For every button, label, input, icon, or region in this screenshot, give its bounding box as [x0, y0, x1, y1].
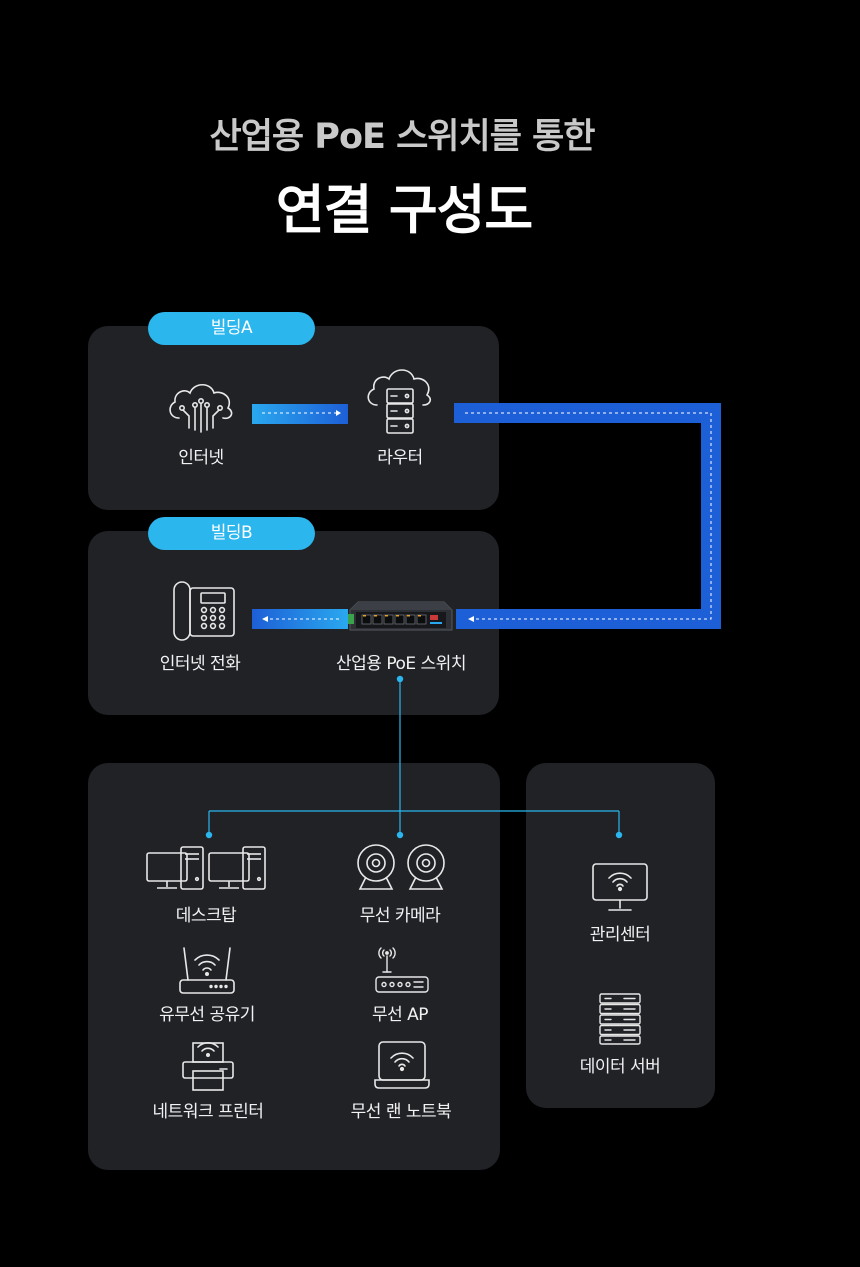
camera-icon	[357, 844, 445, 890]
link-router-switch	[454, 403, 721, 629]
diagram-subtitle: 산업용 PoE 스위치를 통한	[209, 117, 596, 157]
desktop-label: 데스크탑	[175, 906, 237, 926]
internet-label: 인터넷	[178, 448, 224, 468]
desktop-pc-icon	[146, 846, 266, 890]
server-rack-icon	[599, 993, 641, 1045]
link-internet-router	[252, 404, 348, 424]
building-a-badge: 빌딩A	[148, 312, 315, 345]
desk-phone-icon	[173, 581, 235, 641]
control-center-label: 관리센터	[589, 925, 651, 945]
wireless-laptop-label: 무선 랜 노트북	[350, 1102, 452, 1122]
wireless-camera-label: 무선 카메라	[359, 906, 441, 926]
network-printer-label: 네트워크 프린터	[152, 1102, 264, 1122]
building-b-badge: 빌딩B	[148, 517, 315, 550]
wireless-ap-label: 무선 AP	[371, 1005, 429, 1025]
router-label: 라우터	[377, 448, 423, 468]
management-panel	[526, 763, 715, 1108]
wireless-router-label: 유무선 공유기	[159, 1005, 255, 1025]
monitor-wifi-icon	[592, 863, 648, 911]
laptop-wifi-icon	[374, 1041, 430, 1089]
cloud-network-icon	[169, 383, 233, 433]
devices-panel	[88, 763, 500, 1170]
data-server-label: 데이터 서버	[579, 1057, 661, 1077]
distribution-lines	[208, 679, 620, 834]
poe-switch-icon	[348, 601, 453, 631]
cloud-server-icon	[367, 369, 432, 434]
switch-label: 산업용 PoE 스위치	[336, 654, 466, 674]
wifi-router-icon	[179, 947, 235, 994]
printer-icon	[182, 1042, 234, 1091]
diagram-title: 연결 구성도	[275, 180, 533, 241]
access-point-icon	[375, 947, 429, 993]
phone-label: 인터넷 전화	[159, 654, 241, 674]
